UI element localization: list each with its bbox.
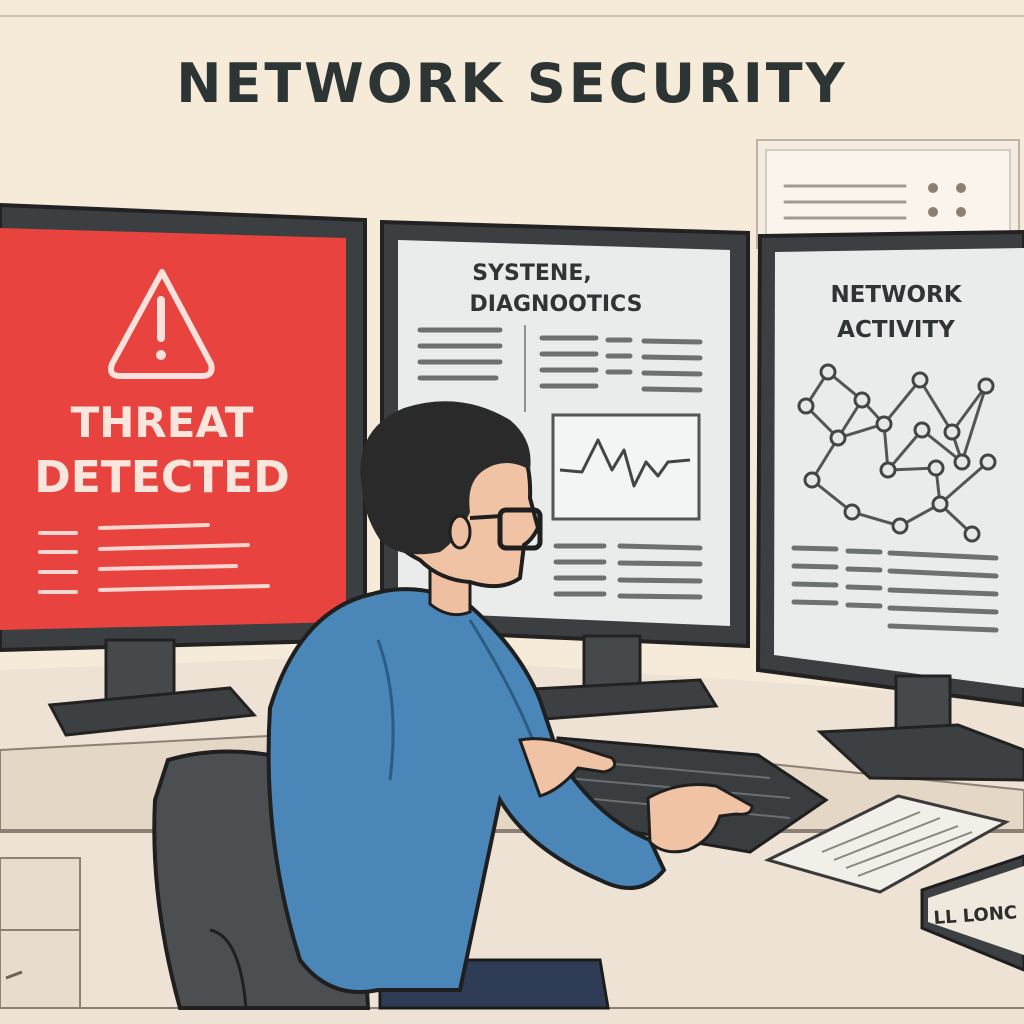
- papers: [763, 794, 1011, 894]
- monitor-left-base: [47, 686, 258, 737]
- threat-line1: THREAT: [71, 398, 254, 447]
- hand-left: [518, 737, 617, 798]
- desk-drawer: [0, 857, 81, 1009]
- monitor-left-stand: [104, 638, 176, 702]
- glasses-icon: [469, 507, 543, 551]
- threat-text-lines: [38, 523, 270, 594]
- threat-screen: [0, 228, 346, 630]
- person: [152, 401, 754, 1010]
- threat-line2: DETECTED: [34, 452, 290, 503]
- network-title-line2: ACTIVITY: [837, 317, 955, 343]
- diagnostics-title-line2: DIAGNOOTICS: [470, 292, 643, 317]
- hair: [360, 401, 531, 555]
- desk-device: LL LONC: [920, 854, 1024, 972]
- diagnostics-text-lines-bottom: [553, 543, 703, 600]
- monitor-left: [0, 202, 367, 737]
- monitor-center-stand: [582, 634, 642, 690]
- hand-right: [646, 783, 754, 854]
- warning-triangle-icon: [108, 269, 215, 379]
- page-title: NETWORK SECURITY: [176, 52, 847, 115]
- network-title-line1: NETWORK: [830, 282, 962, 308]
- network-screen: [774, 248, 1024, 688]
- diagnostics-text-lines: [417, 327, 703, 393]
- diagnostics-title-line1: SYSTENE,: [472, 261, 591, 286]
- network-graph: [797, 363, 997, 543]
- diagnostics-graph: [551, 413, 701, 521]
- monitor-right-base: [816, 723, 1024, 782]
- shirt: [266, 587, 667, 994]
- network-text-lines: [791, 545, 999, 633]
